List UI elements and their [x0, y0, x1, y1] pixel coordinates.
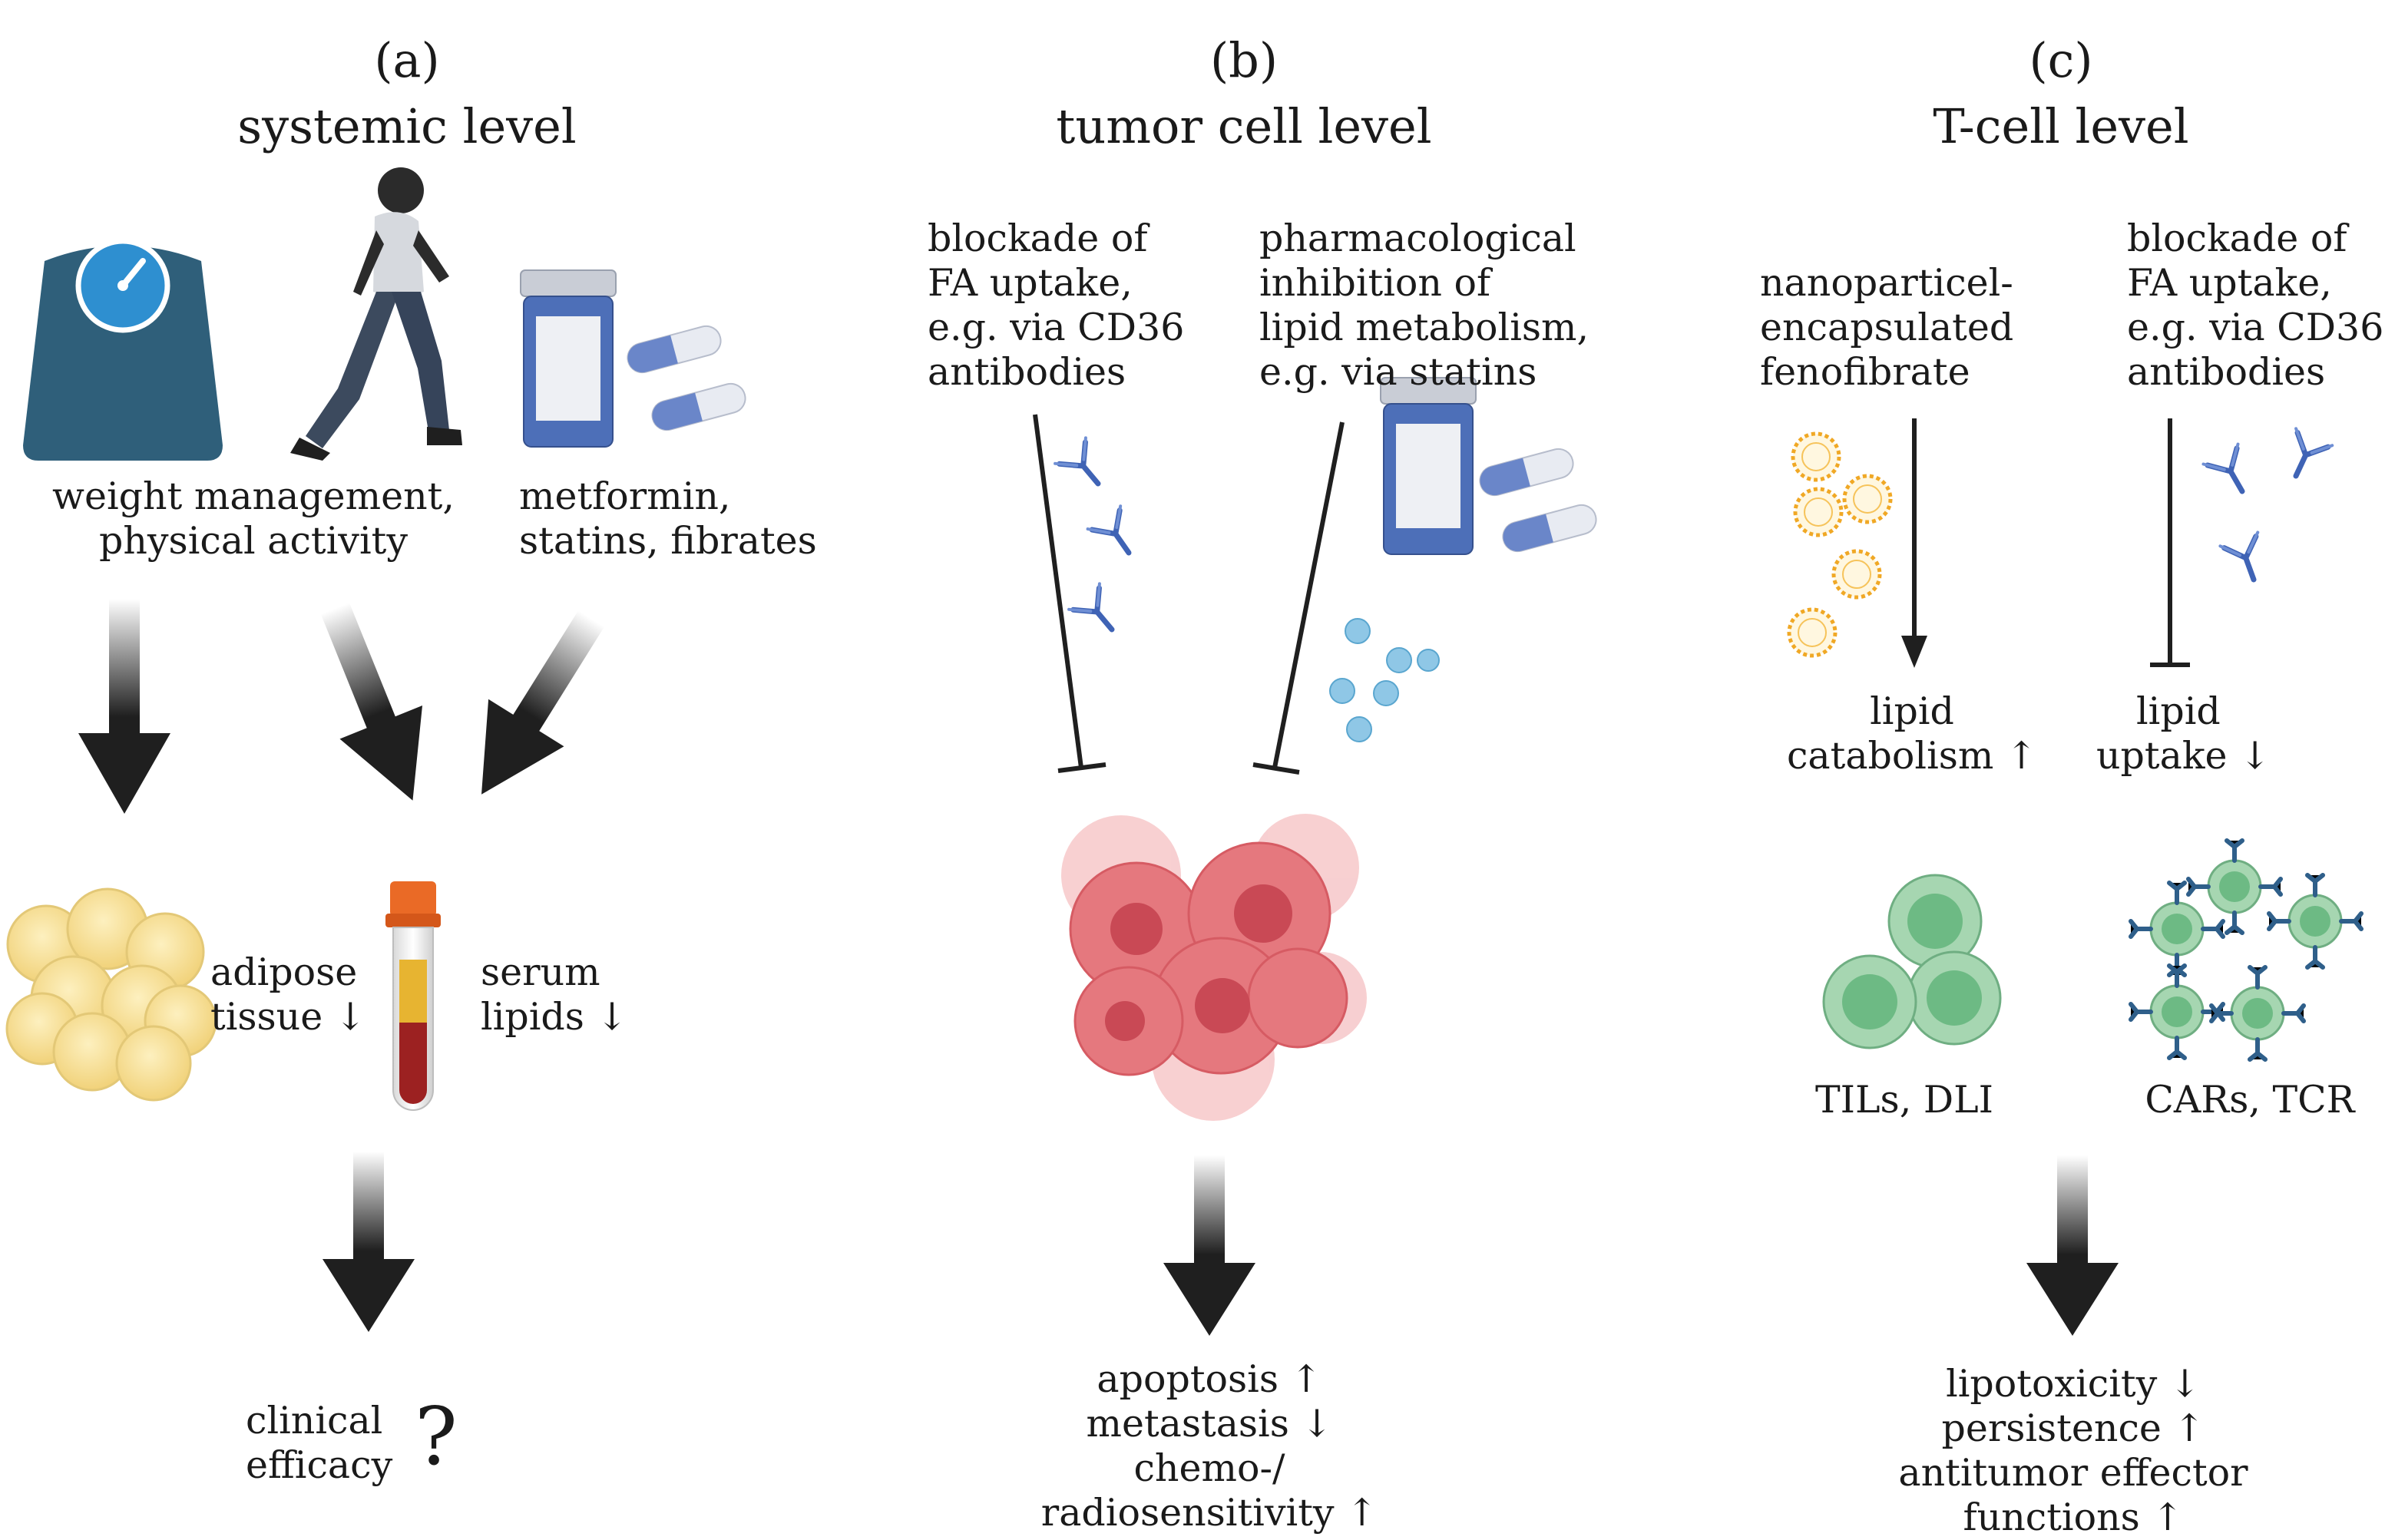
tils-dli-label: TILs, DLI: [1814, 1078, 1994, 1122]
panel-c-letter: (c): [2029, 32, 2093, 88]
weighing-scale-icon: [23, 238, 223, 461]
panel-c-outcome-arrow: [2026, 1155, 2119, 1336]
antibody-icon: [2203, 428, 2332, 587]
pill-bottle-icon: [1380, 377, 1477, 555]
fat-cells-icon: [5, 887, 217, 1102]
molecule-icon: [1329, 618, 1440, 742]
capsule-icon: [624, 322, 725, 377]
t-cell-icon: [1822, 874, 2002, 1049]
car-t-cell-icon: [2131, 841, 2361, 1059]
panel-c-intervention-left: nanoparticel-encapsulated fenofibrate: [1760, 261, 2014, 394]
pill-bottle-icon: [520, 269, 617, 448]
panel-c-outcome: lipotoxicity ↓persistence ↑ antitumor ef…: [1898, 1362, 2248, 1539]
panel-a-title: systemic level: [237, 98, 577, 154]
antibody-icon: [1055, 438, 1145, 642]
panel-c-title: T-cell level: [1933, 98, 2189, 154]
capsule-icon: [648, 379, 749, 435]
question-mark: ?: [415, 1390, 458, 1483]
panel-a-letter: (a): [374, 32, 440, 88]
panel-b-inhibition: [1033, 414, 1345, 775]
blood-tube-icon: [385, 881, 441, 1111]
catabolism-arrowhead: [1901, 636, 1927, 668]
capsule-icon: [1476, 444, 1577, 500]
nanoparticle-icon: [1789, 434, 1890, 656]
capsule-icon: [1499, 501, 1600, 556]
panel-b-title: tumor cell level: [1056, 98, 1432, 154]
panel-a-intervention-right: metformin,statins, fibrates: [519, 474, 817, 563]
tumor-cells-icon: [1061, 814, 1367, 1121]
panel-a-arrows: [78, 599, 605, 1332]
panel-a-intervention-left: weight management,physical activity: [52, 474, 455, 563]
panel-b-outcome-arrow: [1163, 1155, 1255, 1336]
panel-b-letter: (b): [1209, 32, 1279, 88]
panel-b-outcome: apoptosis ↑metastasis ↓ chemo-/radiosens…: [1040, 1357, 1378, 1535]
walking-person-icon: [290, 167, 462, 461]
panel-a-icons: [23, 167, 749, 461]
cars-tcr-label: CARs, TCR: [2145, 1078, 2355, 1122]
uptake-inhibition: [2150, 418, 2190, 667]
